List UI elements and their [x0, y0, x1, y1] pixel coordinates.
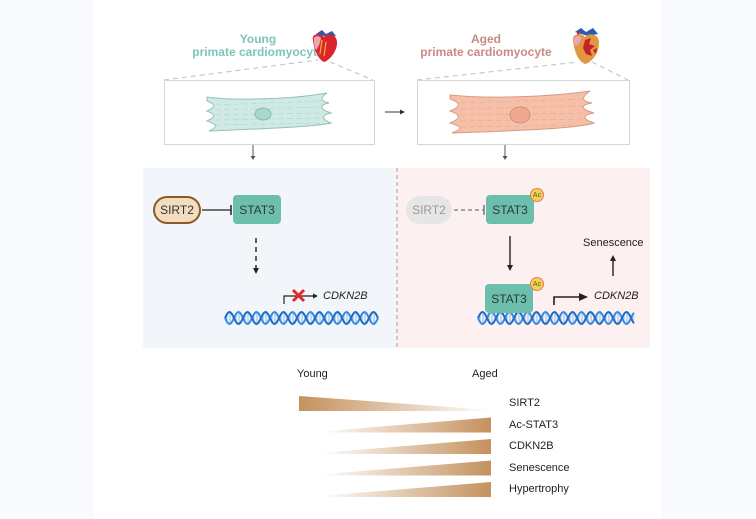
young-cell-box [164, 80, 375, 145]
trend-wedge-senescence [319, 460, 491, 476]
aged-heart-icon [572, 28, 600, 64]
aged-guide-right [591, 61, 629, 81]
trend-wedge-sirt2 [299, 396, 491, 411]
aged-cdkn2b-label: CDKN2B [594, 290, 639, 302]
trend-wedge-ac-stat3 [319, 417, 491, 433]
aged-guide-left [416, 61, 579, 81]
young-title-line1: Young [239, 32, 277, 46]
young-cardiomyocyte-icon [205, 92, 333, 132]
trend-aged-label: Aged [472, 368, 498, 380]
young-promoter-arrow [283, 295, 314, 304]
trend-label-hypertrophy: Hypertrophy [509, 483, 569, 495]
aged-cell-box [417, 80, 630, 145]
young-sirt2-node: SIRT2 [153, 196, 201, 224]
aged-title: Aged primate cardiomyocyte [406, 33, 566, 59]
aged-stat3-node: STAT3 [486, 195, 534, 224]
trend-label-senescence: Senescence [509, 461, 570, 474]
young-title-line2: primate cardiomyocyte [192, 45, 324, 59]
aged-stat3-dna-node: STAT3 [485, 284, 533, 313]
red-x-icon [291, 288, 306, 303]
young-dna-icon [224, 311, 379, 325]
aged-title-line2: primate cardiomyocyte [420, 45, 552, 59]
young-cdkn2b-label: CDKN2B [323, 290, 368, 302]
aged-cardiomyocyte-icon [448, 90, 596, 134]
young-stat3-node: STAT3 [233, 195, 281, 224]
young-guide-right [329, 61, 374, 81]
young-guide-left [163, 59, 319, 81]
senescence-label: Senescence [583, 237, 644, 249]
trend-wedge-cdkn2b [319, 439, 491, 454]
trend-label-cdkn2b: CDKN2B [509, 440, 554, 452]
aged-ac-badge-top: Ac [530, 188, 544, 202]
trend-young-label: Young [297, 368, 328, 380]
young-title: Young primate cardiomyocyte [178, 33, 338, 59]
trend-label-ac-stat3: Ac-STAT3 [509, 418, 559, 431]
aged-title-line1: Aged [471, 32, 501, 46]
trend-label-sirt2: SIRT2 [509, 397, 540, 409]
aged-promoter-arrow [553, 296, 580, 305]
aged-sirt2-node: SIRT2 [406, 196, 452, 224]
trend-wedge-hypertrophy [319, 482, 491, 497]
aged-dna-icon [477, 311, 635, 325]
young-heart-icon [312, 30, 338, 62]
aged-ac-badge-bottom: Ac [530, 277, 544, 291]
